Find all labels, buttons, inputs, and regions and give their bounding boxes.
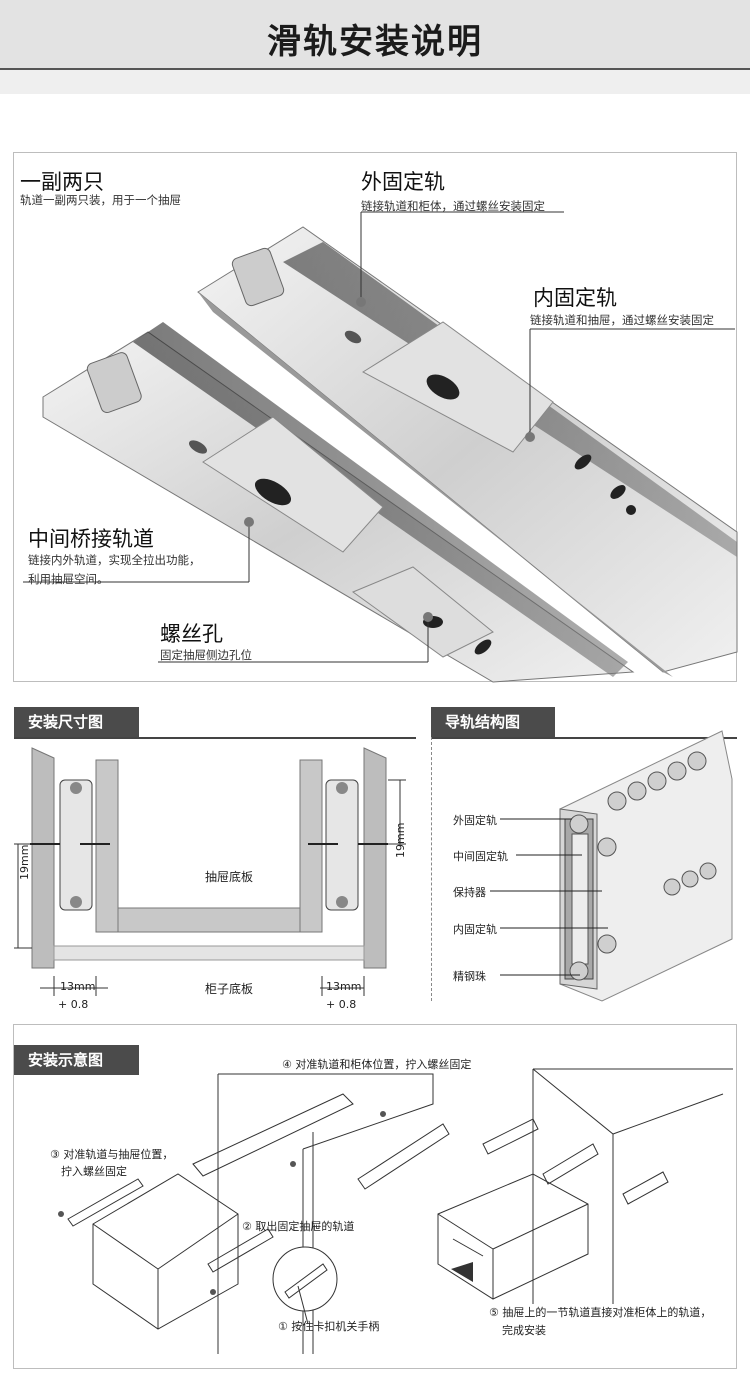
gap-left-label: 13mm (60, 980, 96, 993)
install-panel (13, 1024, 737, 1369)
structure-divider (431, 737, 433, 1001)
back-rail (197, 226, 738, 677)
header-divider (0, 68, 750, 70)
structure-label-outer: 外固定轨 (453, 814, 497, 827)
callout-dot-hole (423, 612, 433, 622)
height-left-label: 19mm (18, 844, 31, 880)
slide-rails-illustration (23, 211, 738, 683)
structure-label-inner: 内固定轨 (453, 923, 497, 936)
callout-hole-sub: 固定抽屉侧边孔位 (160, 648, 252, 662)
callout-dot-outer (356, 297, 366, 307)
structure-label-middle: 中间固定轨 (453, 850, 508, 863)
gap-right-label: 13mm (326, 980, 362, 993)
dimensions-rule (14, 737, 416, 739)
step-4-text: ④ 对准轨道和柜体位置，拧入螺丝固定 (282, 1058, 472, 1071)
step-1-text: ① 按住卡扣机关手柄 (278, 1320, 380, 1333)
rail-structure-illustration (490, 730, 733, 1002)
header-strip (0, 70, 750, 94)
dimensions-tag: 安装尺寸图 (14, 707, 139, 737)
step-5-text: ⑤ 抽屉上的一节轨道直接对准柜体上的轨道， (489, 1306, 712, 1319)
step-5-text2: 完成安装 (502, 1324, 546, 1337)
install-tag: 安装示意图 (14, 1045, 139, 1075)
front-rail (42, 322, 635, 683)
page-title: 滑轨安装说明 (267, 22, 483, 62)
callout-pair-sub: 轨道一副两只装，用于一个抽屉 (20, 193, 181, 207)
callout-middle-title: 中间桥接轨道 (28, 527, 154, 551)
callout-inner-sub: 链接轨道和抽屉，通过螺丝安装固定 (530, 313, 714, 327)
structure-label-retainer: 保持器 (453, 886, 486, 899)
step-2-text: ② 取出固定抽屉的轨道 (242, 1220, 355, 1233)
dimension-diagram (14, 747, 406, 996)
callout-pair-title: 一副两只 (20, 170, 104, 194)
structure-rule (431, 737, 737, 739)
structure-tag: 导轨结构图 (431, 707, 555, 737)
height-right-label: 19mm (394, 822, 407, 858)
step-3-text: ③ 对准轨道与抽屉位置， (50, 1148, 174, 1161)
gap-right-tolerance: + 0.8 (326, 998, 357, 1011)
header-bar (0, 0, 750, 68)
callout-dot-inner (525, 432, 535, 442)
cabinet-bottom-label: 柜子底板 (205, 982, 254, 996)
callout-inner-title: 内固定轨 (533, 286, 617, 310)
callout-outer-sub: 链接轨道和柜体，通过螺丝安装固定 (361, 199, 545, 213)
callout-middle-sub2: 利用抽屉空间。 (28, 572, 109, 586)
callout-middle-sub: 链接内外轨道，实现全拉出功能， (28, 553, 201, 567)
structure-label-balls: 精钢珠 (453, 970, 486, 983)
gap-left-tolerance: + 0.8 (58, 998, 89, 1011)
callout-outer-title: 外固定轨 (361, 170, 445, 194)
installation-steps-illustration (58, 1068, 733, 1354)
callout-dot-middle (244, 517, 254, 527)
step-3-text2: 拧入螺丝固定 (61, 1165, 127, 1178)
callout-hole-title: 螺丝孔 (160, 622, 223, 646)
drawer-bottom-label: 抽屉底板 (205, 870, 254, 884)
